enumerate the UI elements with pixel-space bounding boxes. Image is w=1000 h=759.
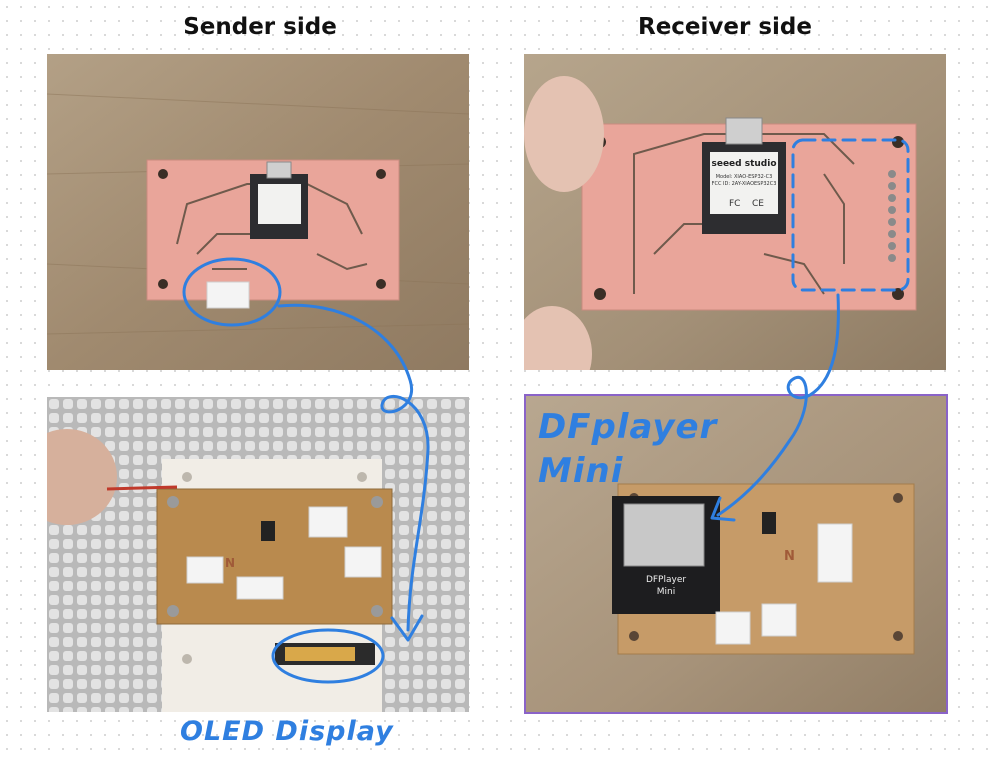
ce-mark: CE (752, 199, 764, 209)
oled-board-photo: N (47, 397, 469, 712)
receiver-pcb-photo: seeed studio Model: XIAO-ESP32-C3 FCC ID… (524, 54, 946, 370)
dfplayer-label-line1: DFplayer (538, 407, 718, 447)
sender-pcb-photo (47, 54, 469, 370)
dfplayer-label-line2: Mini (538, 451, 624, 491)
receiver-side-heading: Receiver side (637, 14, 812, 40)
xiao-brand-text: seeed studio (711, 159, 776, 169)
xiao-model-text: Model: XIAO-ESP32-C3 (716, 174, 773, 180)
fc-mark: FC (729, 199, 740, 209)
sender-side-heading: Sender side (183, 14, 337, 40)
board-letter-n: N (225, 556, 235, 570)
dfplayer-silk-label2: Mini (657, 587, 675, 597)
xiao-fcc-text: FCC ID: 2AY-XIAOESP32C3 (712, 181, 777, 187)
board-letter-n-2: N (784, 549, 795, 564)
oled-display-label: OLED Display (180, 716, 394, 747)
dfplayer-silk-label: DFPlayer (646, 575, 686, 585)
dfplayer-mini-label: DFplayer Mini (538, 405, 718, 493)
